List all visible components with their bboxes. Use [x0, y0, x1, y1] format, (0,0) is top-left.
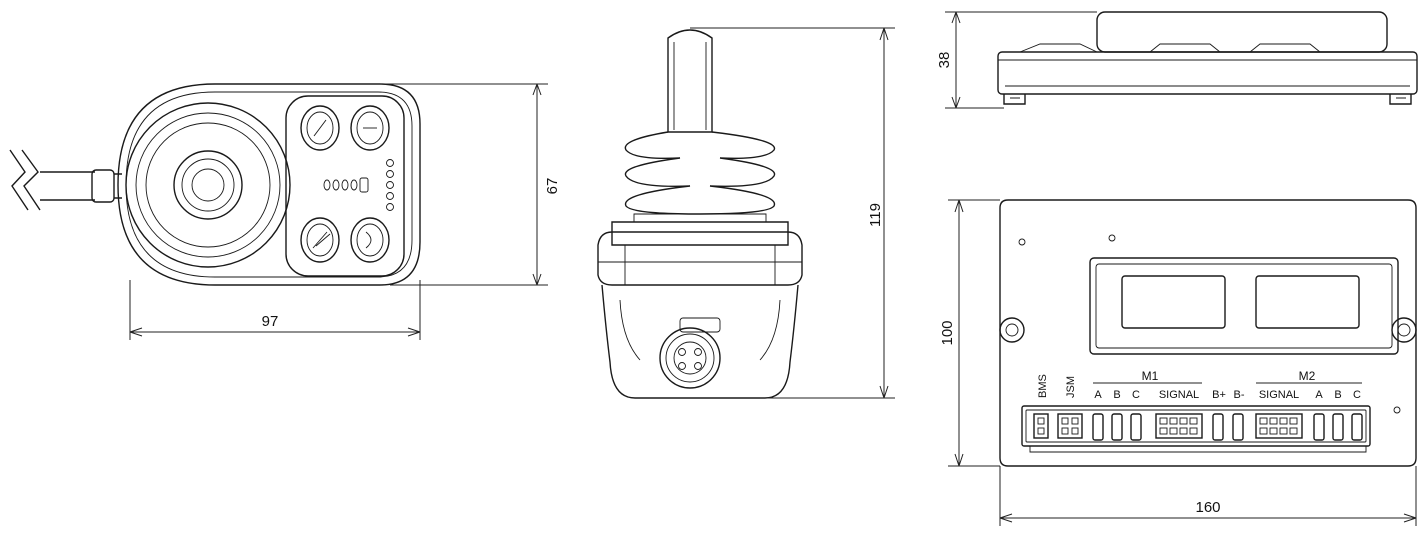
controller-top-view: [999, 199, 1417, 467]
dim-controller-width: [999, 466, 1417, 526]
dim-hand-height: [300, 83, 548, 286]
label-b-plus: B+: [1212, 389, 1226, 401]
dim-label-97: 97: [262, 313, 279, 330]
connector-labels: BMS JSM M1 M2 A B C SIGNAL B+ B- SIGNAL …: [1037, 369, 1361, 401]
label-m1-signal: SIGNAL: [1159, 389, 1199, 401]
label-m1-a: A: [1094, 389, 1102, 401]
knob-rings: [125, 102, 291, 268]
dim-label-100: 100: [939, 320, 956, 345]
battery-indicator: [323, 177, 369, 193]
label-jsm: JSM: [1065, 376, 1077, 398]
cable: [9, 149, 122, 211]
label-bms: BMS: [1037, 374, 1049, 398]
speed-leds: [386, 159, 394, 211]
dim-label-38: 38: [936, 52, 953, 69]
label-m2: M2: [1299, 369, 1316, 383]
dim-label-67: 67: [544, 178, 561, 195]
label-m1-b: B: [1113, 389, 1120, 401]
joystick-connector: [659, 317, 721, 389]
label-m1: M1: [1142, 369, 1159, 383]
hand-control-outline: [117, 83, 421, 286]
dim-joystick-height: [690, 27, 895, 399]
label-m2-a: A: [1315, 389, 1323, 401]
label-m1-c: C: [1132, 389, 1140, 401]
controller-side-view: [997, 11, 1418, 105]
button-panel: [285, 95, 405, 277]
label-m2-signal: SIGNAL: [1259, 389, 1299, 401]
dim-label-119: 119: [867, 203, 884, 227]
buttons: [300, 105, 390, 263]
dim-label-160: 160: [1195, 499, 1220, 516]
label-m2-c: C: [1353, 389, 1361, 401]
label-m2-b: B: [1334, 389, 1341, 401]
dim-controller-height: [948, 199, 1000, 467]
dim-controller-depth: [945, 11, 1097, 109]
hand-control-top-view: [9, 83, 421, 286]
label-b-minus: B-: [1234, 389, 1245, 401]
joystick-side-view: [597, 29, 803, 399]
dim-hand-width: [129, 280, 421, 340]
